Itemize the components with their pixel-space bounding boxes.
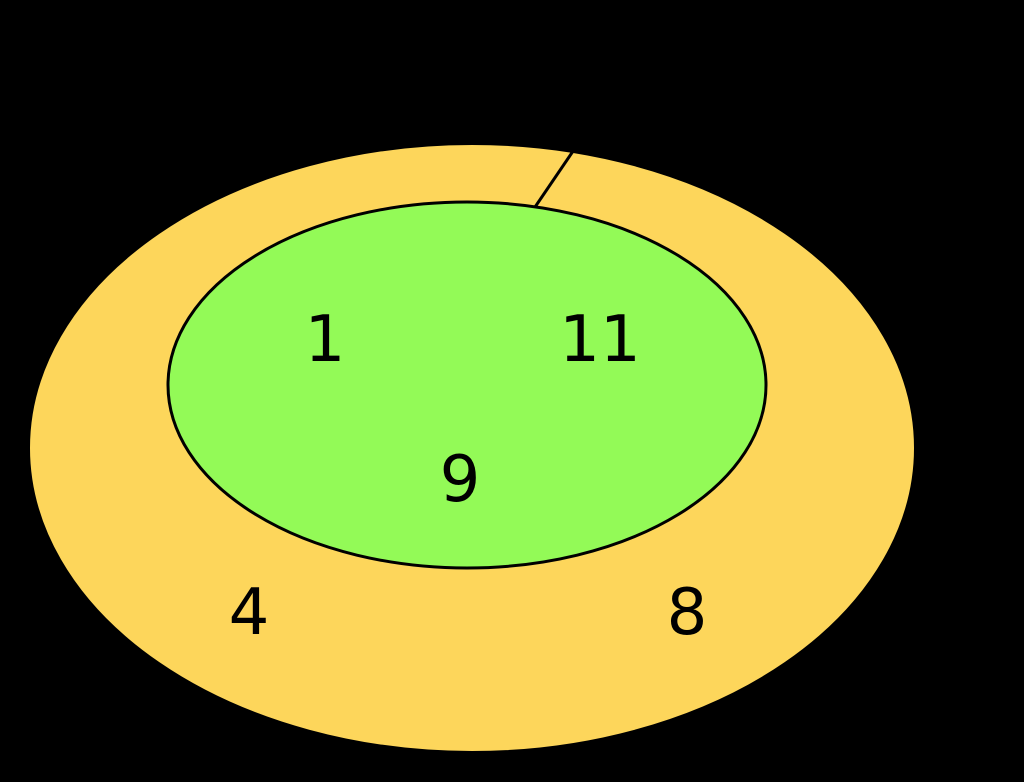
inner-set-member-11: 11 xyxy=(559,303,640,377)
inner-set-member-9: 9 xyxy=(440,443,481,517)
inner-set-member-1: 1 xyxy=(305,303,346,377)
inner-set-label-connector-line xyxy=(531,109,603,211)
outer-set-member-4: 4 xyxy=(229,576,270,650)
inner-set-ellipse xyxy=(166,200,768,570)
outer-set-member-8: 8 xyxy=(667,576,708,650)
